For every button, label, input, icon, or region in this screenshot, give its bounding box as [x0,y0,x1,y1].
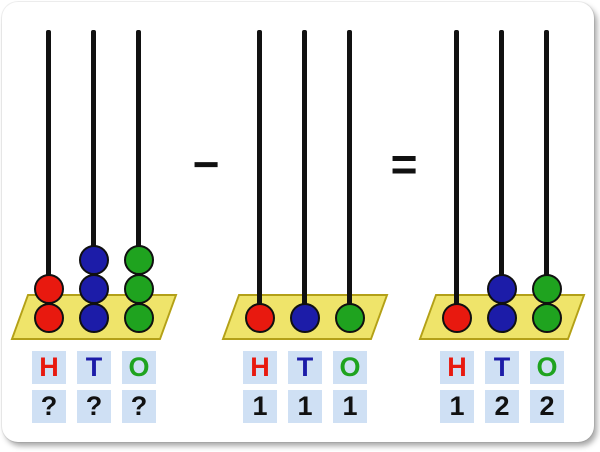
green-bead [124,303,154,333]
abacus-rod [257,30,262,324]
green-bead [532,274,562,304]
abacus-rod [302,30,307,324]
value-cell: ? [122,390,156,423]
abacus-rod [454,30,459,324]
value-cell: 1 [333,390,367,423]
abacus-rod [136,30,141,324]
blue-bead [290,303,320,333]
place-letter-cell: T [288,351,322,384]
blue-bead [487,303,517,333]
value-cell: 1 [440,390,474,423]
place-letter-cell: O [333,351,367,384]
green-bead [124,274,154,304]
value-cell: 1 [243,390,277,423]
place-letter-cell: T [485,351,519,384]
equals-sign: = [390,138,418,190]
place-letter-cell: H [440,351,474,384]
blue-bead [79,303,109,333]
red-bead [245,303,275,333]
value-cell: 1 [288,390,322,423]
abacus-rod [91,30,96,324]
place-letter-cell: H [32,351,66,384]
place-letter-cell: O [122,351,156,384]
blue-bead [79,274,109,304]
green-bead [335,303,365,333]
red-bead [442,303,472,333]
value-cell: 2 [530,390,564,423]
green-bead [532,303,562,333]
blue-bead [79,245,109,275]
abacus-rod [347,30,352,324]
value-cell: ? [32,390,66,423]
abacus-minuend: H? T? O? [4,2,194,442]
place-letter-cell: T [77,351,111,384]
abacus-rod [544,30,549,324]
value-cell: ? [77,390,111,423]
place-letter-cell: O [530,351,564,384]
red-bead [34,274,64,304]
green-bead [124,245,154,275]
minus-sign: − [192,138,220,190]
abacus-rod [499,30,504,324]
blue-bead [487,274,517,304]
place-letter-cell: H [243,351,277,384]
red-bead [34,303,64,333]
value-cell: 2 [485,390,519,423]
abacus-rod [46,30,51,324]
